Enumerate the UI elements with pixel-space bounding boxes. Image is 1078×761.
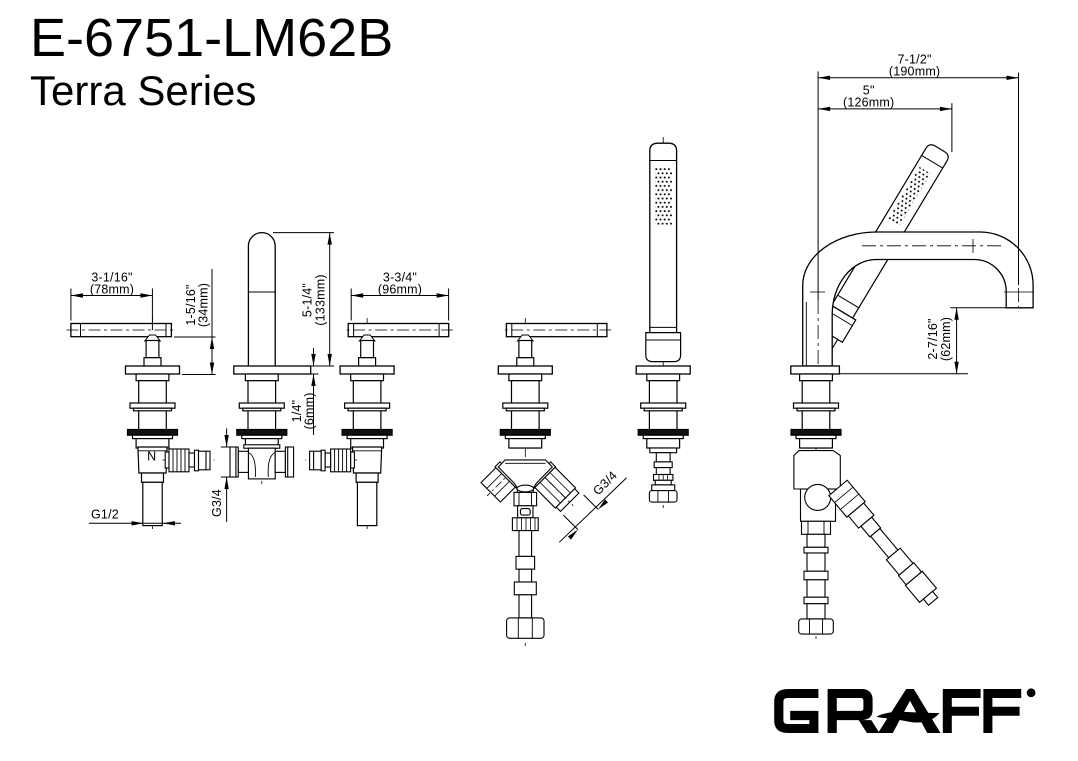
dim-fig3-width-in: 3-3/4" bbox=[383, 271, 417, 285]
diverter-tail bbox=[506, 491, 545, 639]
valve-assembly-left bbox=[67, 318, 215, 529]
dim-fig6-height-in: 2-7/16" bbox=[926, 318, 940, 359]
model-number: E-6751-LM62B bbox=[30, 8, 394, 68]
diverter-lever-handle bbox=[501, 322, 612, 368]
dim-fig6-shower-in: 5" bbox=[863, 84, 875, 98]
dim-fig6-height-mm: (62mm) bbox=[939, 317, 953, 361]
handshower-tail bbox=[648, 447, 678, 503]
dim-fig1-height-mm: (34mm) bbox=[197, 283, 211, 327]
dim-fig6-reach bbox=[817, 71, 1019, 366]
valve-mark: N bbox=[147, 450, 156, 464]
dim-fig6-shower bbox=[818, 103, 953, 152]
logo-letter-f1 bbox=[942, 689, 981, 733]
figure-spout-column: 5-1/4" (133mm) 1/4" (6mm) bbox=[210, 231, 334, 522]
figure-valve-left: N 3-1/16" (78mm) 1-5/16" (34mm) bbox=[67, 269, 216, 529]
figure-handshower bbox=[635, 137, 691, 508]
logo-letter-r bbox=[827, 689, 880, 733]
diverter-body bbox=[499, 373, 551, 449]
series-name: Terra Series bbox=[30, 67, 257, 114]
tub-spout-body bbox=[790, 373, 842, 449]
dim-fig2-height-mm: (133mm) bbox=[314, 274, 328, 325]
dim-fig1-outlet-label: G1/2 bbox=[91, 508, 119, 522]
spout-centerlines bbox=[810, 239, 1034, 308]
dim-fig1-width-mm: (78mm) bbox=[90, 283, 134, 297]
logo-wave bbox=[876, 711, 940, 723]
logo-letter-f2 bbox=[983, 689, 1022, 733]
handshower-wand bbox=[649, 142, 678, 333]
figure-valve-right: 3-3/4" (96mm) bbox=[305, 271, 453, 530]
dim-fig1-width-in: 3-1/16" bbox=[91, 271, 132, 285]
dim-fig6-reach-in: 7-1/2" bbox=[898, 53, 932, 67]
dim-fig2-plate bbox=[311, 348, 319, 435]
dim-fig2-port-label: G3/4 bbox=[210, 489, 224, 517]
dim-fig6-reach-mm: (190mm) bbox=[889, 65, 940, 79]
spout-column-body bbox=[236, 373, 288, 449]
figure-tub-spout: 7-1/2" (190mm) 5" (126mm) 2-7/16" (62mm) bbox=[790, 53, 1034, 641]
dim-fig4-port-label: G3/4 bbox=[590, 468, 620, 498]
dim-fig6-shower-mm: (126mm) bbox=[843, 96, 894, 110]
dim-fig2-height-in: 5-1/4" bbox=[301, 283, 315, 317]
dim-fig2-plate-mm: (6mm) bbox=[303, 392, 317, 429]
dim-fig4-port bbox=[558, 477, 627, 543]
dim-fig1-height-in: 1-5/16" bbox=[184, 284, 198, 325]
dim-fig3-width-mm: (96mm) bbox=[378, 283, 422, 297]
spout-column-riser bbox=[247, 231, 276, 366]
brand-logo: ® bbox=[774, 688, 1036, 733]
tee-fitting bbox=[229, 444, 295, 480]
dim-fig1-outlet bbox=[88, 521, 181, 526]
logo-registered-dot bbox=[1026, 688, 1036, 698]
title-block: E-6751-LM62B Terra Series bbox=[30, 11, 393, 112]
dim-fig1-height bbox=[174, 269, 216, 375]
dim-fig2-plate-in: 1/4" bbox=[290, 400, 304, 423]
spout-hose bbox=[828, 479, 939, 607]
diverter-hub bbox=[480, 459, 580, 513]
figure-diverter: G3/4 bbox=[480, 318, 627, 646]
logo-letter-g bbox=[774, 689, 819, 733]
dim-fig2-port bbox=[220, 428, 233, 522]
spout-underbody bbox=[793, 450, 841, 635]
spout-flange bbox=[790, 365, 841, 375]
logo-letter-a bbox=[878, 689, 941, 733]
spout-column-flange bbox=[233, 365, 312, 375]
valve-assembly-right bbox=[305, 318, 453, 529]
dim-fig3-width bbox=[350, 288, 450, 321]
handshower-cradle bbox=[645, 332, 682, 363]
spout-tube bbox=[802, 231, 1034, 367]
dim-fig6-height bbox=[839, 307, 1007, 375]
handshower-body bbox=[637, 373, 689, 449]
logo-registered: ® bbox=[1027, 688, 1035, 699]
dim-fig1-width bbox=[70, 288, 153, 330]
